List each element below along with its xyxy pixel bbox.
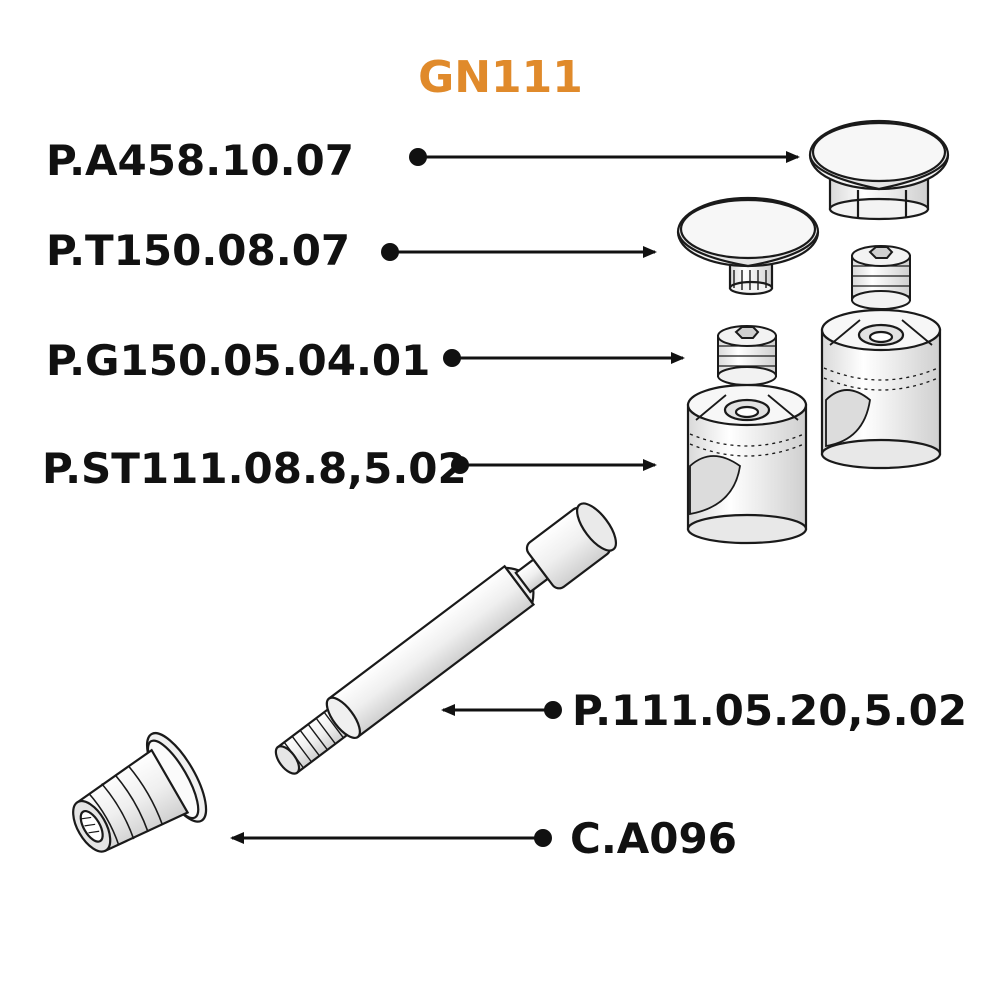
connecting-bolt-icon (274, 502, 618, 775)
leader-arrow-cam-housing (451, 456, 657, 474)
leader-arrow-cover-cap-small (381, 243, 657, 261)
threaded-insert-icon (72, 732, 208, 853)
part-label-set-screw: P.G150.05.04.01 (46, 336, 431, 385)
set-screw-icon (851, 245, 911, 310)
cam-housing-icon (686, 383, 808, 545)
leader-arrow-set-screw (443, 349, 685, 367)
leader-arrow-threaded-insert (230, 829, 552, 847)
cover-cap-small-icon (676, 196, 820, 296)
part-label-cover-cap-large: P.A458.10.07 (46, 136, 355, 185)
cover-cap-large-icon (808, 119, 950, 221)
part-label-connecting-bolt: P.111.05.20,5.02 (572, 686, 968, 735)
set-screw-icon (717, 325, 777, 386)
part-label-threaded-insert: C.A096 (570, 814, 737, 863)
diagram-title: GN111 (418, 52, 583, 103)
cam-housing-icon (820, 308, 942, 470)
part-label-cam-housing: P.ST111.08.8,5.02 (42, 444, 467, 493)
leader-arrow-cover-cap-large (409, 148, 800, 166)
leader-arrow-connecting-bolt (441, 701, 562, 719)
part-label-cover-cap-small: P.T150.08.07 (46, 226, 351, 275)
